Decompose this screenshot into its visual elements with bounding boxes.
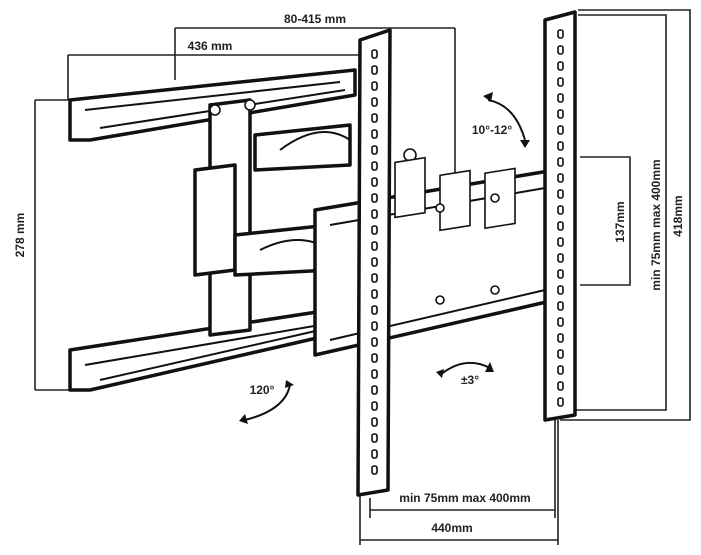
rail-hole	[557, 77, 564, 87]
rail-hole	[557, 381, 564, 391]
rail-hole	[557, 221, 564, 231]
dimension-lines	[34, 9, 691, 545]
rail-hole	[371, 81, 378, 91]
rail-hole	[557, 29, 564, 39]
wall-plate-height-label: 278 mm	[13, 213, 27, 258]
rail-hole	[371, 113, 378, 123]
rail-hole	[557, 253, 564, 263]
rail-hole	[557, 61, 564, 71]
rail-hole	[557, 109, 564, 119]
plate-height-label: 137mm	[613, 201, 627, 242]
rail-hole	[371, 433, 378, 443]
swivel-label: 120°	[250, 383, 275, 397]
rail-hole	[371, 225, 378, 235]
rail-hole	[371, 129, 378, 139]
rail-hole	[371, 145, 378, 155]
rail-hole	[557, 349, 564, 359]
rail-hole	[371, 97, 378, 107]
rail-hole	[557, 157, 564, 167]
rail-hole	[371, 161, 378, 171]
vesa-vertical-label: min 75mm max 400mm	[649, 159, 663, 290]
rail-hole	[371, 369, 378, 379]
rail-hole	[557, 141, 564, 151]
left-vertical-rail	[356, 28, 392, 497]
wall-arm-assembly	[68, 68, 417, 392]
rail-hole	[557, 205, 564, 215]
rail-hole	[557, 333, 564, 343]
rotation-label: ±3°	[461, 373, 479, 387]
rail-hole	[371, 257, 378, 267]
rail-hole	[371, 321, 378, 331]
rail-hole	[557, 301, 564, 311]
vesa-horizontal-label: min 75mm max 400mm	[399, 491, 530, 505]
rail-hole	[371, 49, 378, 59]
tv-bracket-plate	[313, 156, 557, 357]
rail-hole	[557, 125, 564, 135]
rail-hole	[557, 269, 564, 279]
rail-hole	[371, 241, 378, 251]
rail-hole	[371, 417, 378, 427]
rail-hole	[557, 93, 564, 103]
rail-hole	[371, 465, 378, 475]
rail-hole	[557, 317, 564, 327]
arm-width-label: 436 mm	[188, 39, 233, 53]
rail-hole	[371, 449, 378, 459]
rail-hole	[371, 305, 378, 315]
rail-hole	[371, 209, 378, 219]
arm-extension-label: 80-415 mm	[284, 12, 346, 26]
tilt-label: 10°-12°	[472, 123, 512, 137]
rail-hole	[371, 65, 378, 75]
rail-hole	[371, 289, 378, 299]
rail-hole	[557, 45, 564, 55]
tilt-arrow-icon	[483, 92, 530, 148]
swivel-arrow-icon	[239, 380, 294, 424]
rail-hole	[557, 237, 564, 247]
rail-height-label: 418mm	[671, 195, 685, 236]
rail-hole	[371, 193, 378, 203]
rail-hole	[371, 337, 378, 347]
rail-hole	[557, 365, 564, 375]
rotation-arrow-icon	[436, 361, 494, 378]
rail-hole	[557, 285, 564, 295]
overall-width-label: 440mm	[431, 521, 472, 535]
rail-hole	[557, 397, 564, 407]
rail-hole	[557, 189, 564, 199]
rail-hole	[557, 173, 564, 183]
rail-hole	[371, 273, 378, 283]
rail-hole	[371, 177, 378, 187]
rail-hole	[371, 385, 378, 395]
right-vertical-rail	[543, 10, 577, 422]
rail-hole	[371, 401, 378, 411]
rail-hole	[371, 353, 378, 363]
